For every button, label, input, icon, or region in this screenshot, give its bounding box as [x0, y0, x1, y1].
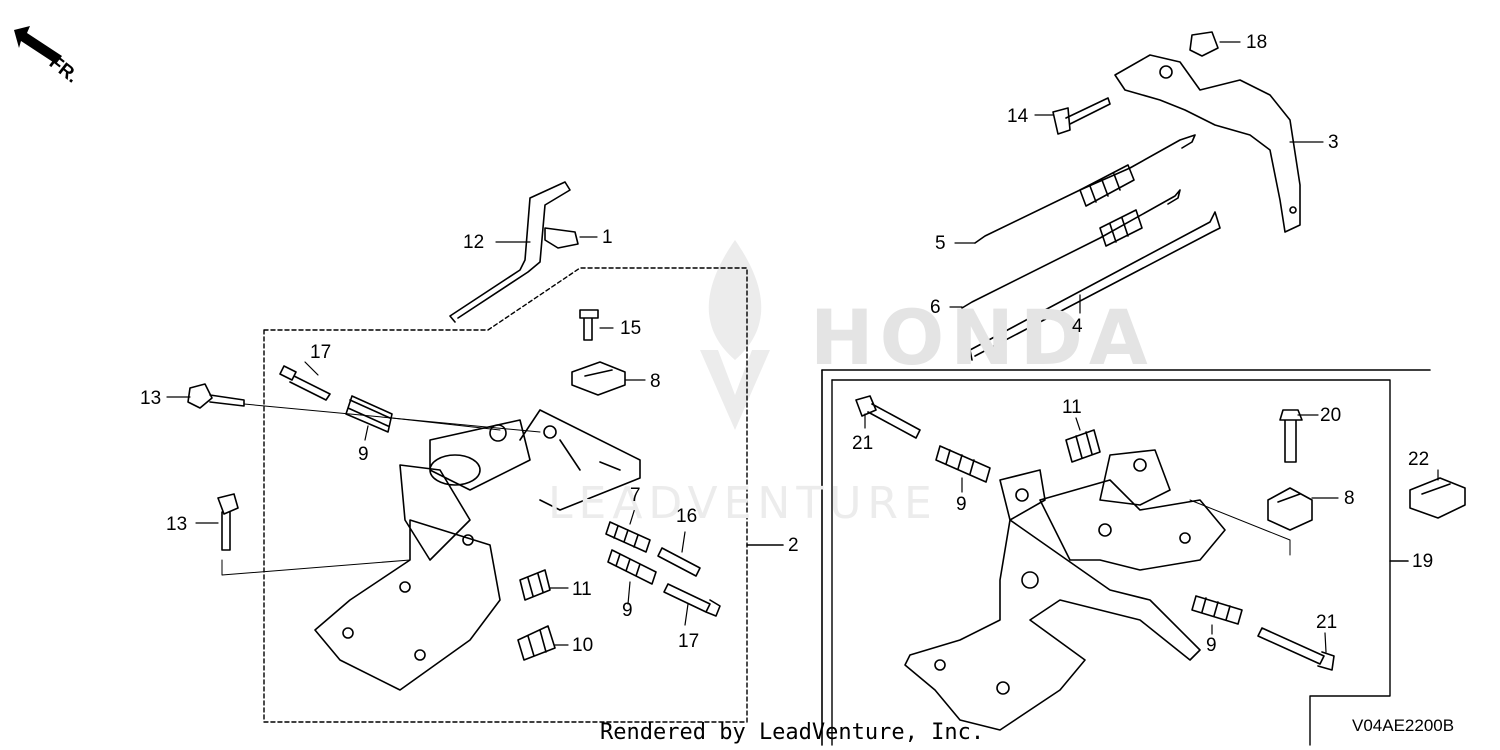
part-6-spring-rod	[961, 189, 1181, 309]
callout-15[interactable]: 15	[620, 318, 642, 339]
callout-2[interactable]: 2	[788, 535, 799, 556]
callout-17-top[interactable]: 17	[310, 342, 332, 363]
part-11-spring-left	[519, 569, 551, 601]
part-17-bolt-top	[279, 365, 331, 401]
part-13-bolt-b	[217, 493, 239, 551]
honda-watermark-logo	[700, 240, 770, 430]
callout-8-right[interactable]: 8	[1344, 488, 1355, 509]
part-9-spring-c	[935, 445, 991, 483]
callout-6[interactable]: 6	[930, 297, 941, 318]
part-21-bolt-top	[855, 395, 921, 439]
part-15-bolt	[579, 309, 599, 341]
part-12-rod	[449, 181, 571, 323]
callout-10[interactable]: 10	[572, 635, 594, 656]
part-3-lever	[1114, 54, 1301, 233]
callout-19[interactable]: 19	[1412, 551, 1434, 572]
callout-22[interactable]: 22	[1408, 449, 1430, 470]
part-7-spring	[605, 521, 651, 553]
callout-12[interactable]: 12	[463, 232, 485, 253]
callout-9-a[interactable]: 9	[358, 444, 369, 465]
part-20-screw	[1279, 409, 1303, 463]
callout-16[interactable]: 16	[676, 506, 698, 527]
part-10-spring	[517, 625, 556, 661]
callout-13-b[interactable]: 13	[166, 514, 188, 535]
part-4-rod	[969, 211, 1221, 361]
diagram-code: V04AE2200B	[1352, 716, 1455, 735]
right-control-bracket	[904, 449, 1226, 731]
callout-11-right[interactable]: 11	[1062, 397, 1082, 418]
callout-18[interactable]: 18	[1246, 32, 1268, 53]
callout-8-left[interactable]: 8	[650, 371, 661, 392]
part-17-bolt-bottom	[663, 583, 721, 617]
part-9-spring-d	[1191, 595, 1243, 625]
left-control-bracket	[314, 409, 641, 691]
callout-9-c[interactable]: 9	[956, 494, 967, 515]
callout-9-d[interactable]: 9	[1206, 635, 1217, 656]
part-22-clip	[1409, 477, 1466, 519]
part-8-clip-right	[1267, 487, 1313, 531]
part-9-spring-a	[345, 395, 393, 433]
callout-17-bottom[interactable]: 17	[678, 631, 700, 652]
callout-14[interactable]: 14	[1007, 106, 1029, 127]
part-18-nut	[1189, 31, 1219, 57]
part-1-clip	[544, 227, 579, 249]
part-9-spring-b	[607, 549, 657, 585]
front-direction-arrow-icon	[14, 26, 62, 64]
part-11-spring-right	[1065, 429, 1101, 463]
callout-3[interactable]: 3	[1328, 132, 1339, 153]
part-8-clip-left	[571, 361, 626, 396]
callout-21-top[interactable]: 21	[852, 433, 874, 454]
part-16-pin	[657, 547, 701, 577]
rendered-by-credit: Rendered by LeadVenture, Inc.	[600, 720, 985, 745]
callout-9-b[interactable]: 9	[622, 600, 633, 621]
callout-1[interactable]: 1	[602, 227, 613, 248]
honda-watermark-text: HONDA	[810, 293, 1154, 382]
part-21-bolt-bottom	[1257, 627, 1335, 671]
callout-5[interactable]: 5	[935, 233, 946, 254]
callout-13-a[interactable]: 13	[140, 388, 162, 409]
part-14-bolt	[1052, 97, 1111, 135]
leadventure-watermark-text: LEADVENTURE	[548, 478, 938, 529]
callout-11-left[interactable]: 11	[572, 579, 592, 600]
callout-20[interactable]: 20	[1320, 405, 1342, 426]
callout-21-bottom[interactable]: 21	[1316, 612, 1338, 633]
group-box-2	[263, 267, 748, 723]
callout-7[interactable]: 7	[630, 485, 641, 506]
callout-4[interactable]: 4	[1072, 316, 1083, 337]
part-5-spring-rod	[974, 134, 1196, 244]
part-13-bolt-a	[187, 383, 245, 409]
